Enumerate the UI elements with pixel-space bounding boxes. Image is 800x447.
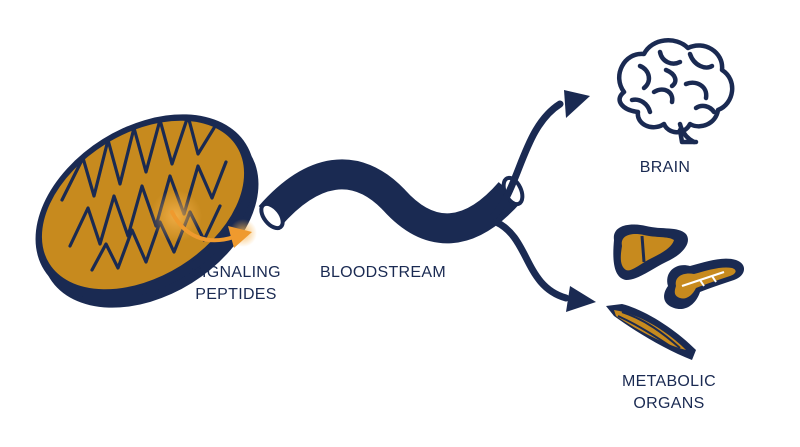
- signaling-label-line2: PEPTIDES: [195, 286, 277, 303]
- liver-icon: [613, 224, 688, 280]
- mitochondrion-icon: [35, 114, 259, 308]
- bloodstream-tube: [258, 159, 525, 244]
- brain-label: BRAIN: [639, 159, 691, 176]
- metabolic-label-line2: ORGANS: [633, 395, 705, 412]
- metabolic-label-line1: METABOLIC: [622, 373, 716, 390]
- branch-arrow-brain: [488, 90, 590, 222]
- signaling-peptides-label: SIGNALING PEPTIDES: [180, 262, 292, 306]
- muscle-icon: [606, 304, 696, 360]
- bloodstream-label: BLOODSTREAM: [320, 264, 446, 281]
- signal-arrow: [150, 190, 257, 248]
- branch-arrow-organs: [492, 218, 596, 312]
- metabolic-organs-label: METABOLIC ORGANS: [610, 371, 728, 415]
- pancreas-icon: [664, 258, 745, 310]
- signaling-label-line1: SIGNALING: [191, 264, 281, 281]
- brain-icon: [617, 38, 735, 145]
